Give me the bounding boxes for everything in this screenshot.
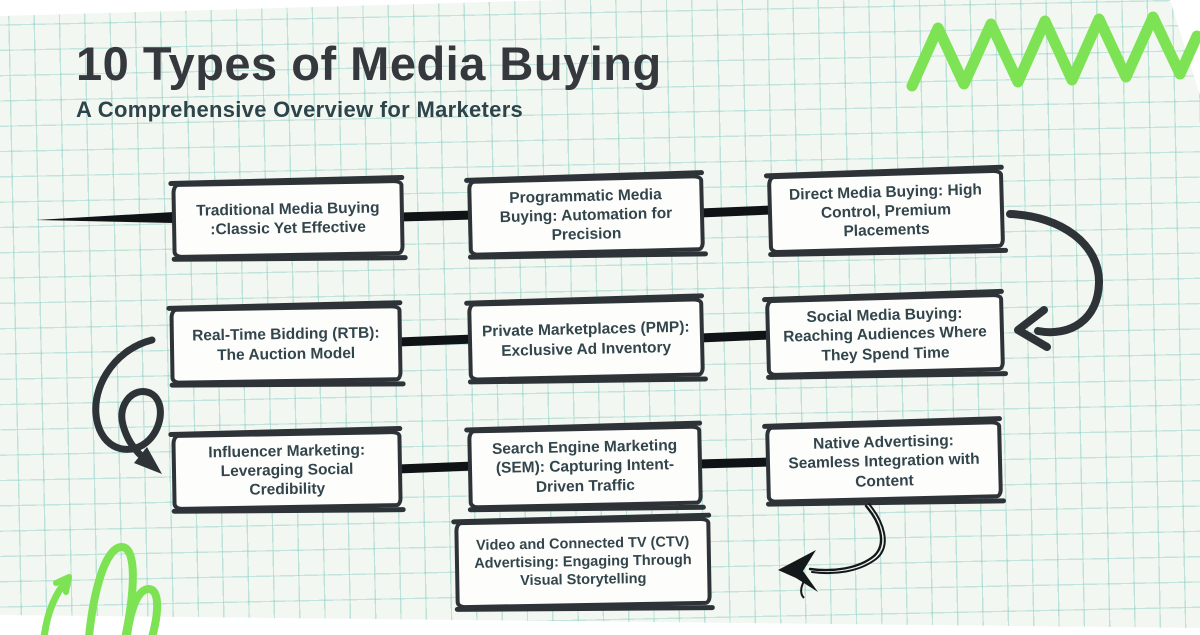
connector-box2-box3 (699, 205, 773, 218)
green-zigzag-icon (906, 11, 1200, 92)
tapered-line-left (36, 212, 174, 223)
connector-box7-box8 (397, 461, 475, 474)
page-title: 10 Types of Media Buying (76, 37, 662, 90)
loop-arrow-left-icon (92, 336, 164, 474)
connector-box1-box2 (399, 210, 475, 222)
sketch-arrow-down-icon (778, 503, 886, 599)
header: 10 Types of Media Buying A Comprehensive… (76, 38, 662, 123)
page-subtitle: A Comprehensive Overview for Marketers (76, 96, 524, 122)
connector-box4-box5 (397, 334, 475, 347)
connector-box8-box9 (697, 457, 771, 469)
connector-box5-box6 (699, 330, 771, 343)
green-scribble-arrow-icon (40, 543, 162, 635)
curved-arrow-right-icon (1006, 210, 1104, 351)
